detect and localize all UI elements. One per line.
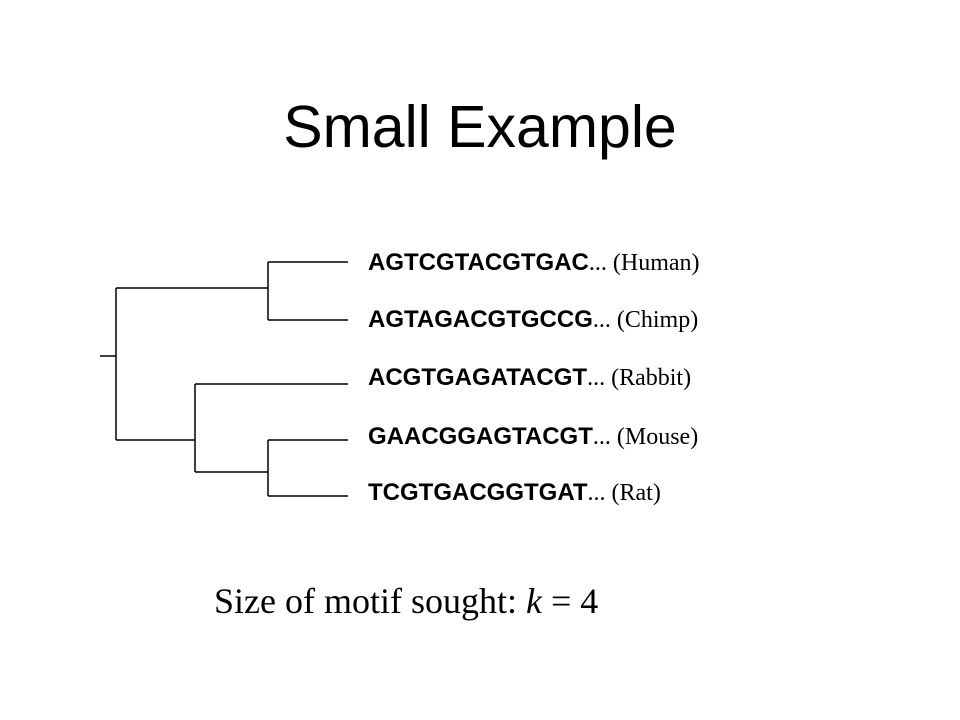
taxon-chimp: AGTAGACGTGCCG... (Chimp) xyxy=(368,300,698,340)
slide-title: Small Example xyxy=(283,94,677,160)
sequence-label: ACGTGAGATACGT xyxy=(368,364,588,391)
motif-size-caption: Size of motif sought: k = 4 xyxy=(214,576,598,626)
taxon-mouse: GAACGGAGTACGT... (Mouse) xyxy=(368,417,698,457)
ellipsis: ... xyxy=(592,307,611,333)
taxon-rat: TCGTGACGGTGAT... (Rat) xyxy=(368,473,661,513)
ellipsis: ... xyxy=(592,424,611,450)
species-label: (Chimp) xyxy=(616,307,699,333)
ellipsis: ... xyxy=(587,365,606,391)
species-label: (Rabbit) xyxy=(611,365,692,391)
caption-text: Size of motif sought: xyxy=(214,581,526,621)
caption-value: 4 xyxy=(580,581,599,621)
species-label: (Human) xyxy=(612,250,700,276)
sequence-label: AGTCGTACGTGAC xyxy=(368,249,589,276)
sequence-label: TCGTGACGGTGAT xyxy=(368,479,588,506)
species-label: (Mouse) xyxy=(616,424,699,450)
ellipsis: ... xyxy=(587,480,606,506)
taxon-rabbit: ACGTGAGATACGT... (Rabbit) xyxy=(368,358,691,398)
ellipsis: ... xyxy=(588,250,607,276)
sequence-label: GAACGGAGTACGT xyxy=(368,423,593,450)
sequence-label: AGTAGACGTGCCG xyxy=(368,306,593,333)
caption-variable: k xyxy=(525,581,542,621)
caption-operator: = xyxy=(541,581,581,621)
taxon-human: AGTCGTACGTGAC... (Human) xyxy=(368,243,700,283)
species-label: (Rat) xyxy=(611,480,661,506)
